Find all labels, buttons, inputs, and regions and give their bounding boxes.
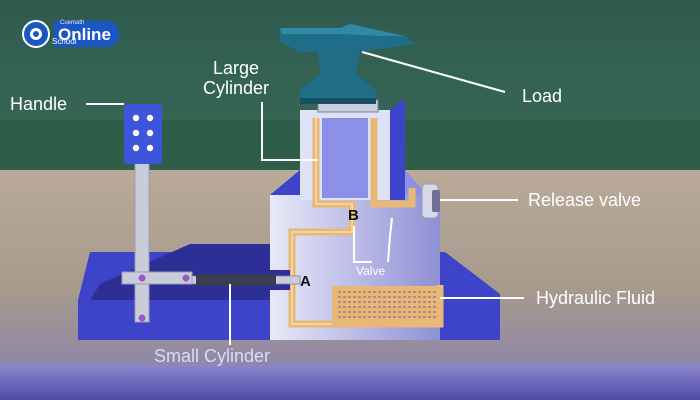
handle-arm-vertical bbox=[134, 161, 150, 323]
label-point-b: B bbox=[348, 207, 359, 224]
label-point-a: A bbox=[300, 273, 311, 290]
handle-grip bbox=[124, 104, 162, 164]
brand-logo-text: Cuemath Online bbox=[54, 20, 119, 47]
release-valve-cap bbox=[432, 190, 440, 212]
label-large-cylinder-line1: Large bbox=[212, 58, 260, 78]
handle-grip-dots bbox=[132, 114, 154, 152]
brand-logo: Cuemath Online School bbox=[22, 20, 119, 48]
bottom-bar bbox=[0, 365, 700, 400]
hydraulic-fluid-reservoir bbox=[332, 286, 442, 326]
reservoir-top-left bbox=[270, 170, 300, 195]
label-small-cylinder: Small Cylinder bbox=[154, 346, 271, 366]
anvil-load bbox=[280, 24, 415, 104]
label-large-cylinder-line2: Cylinder bbox=[202, 78, 270, 98]
large-cylinder-bore bbox=[322, 118, 368, 198]
label-handle: Handle bbox=[10, 94, 68, 114]
label-valve: Valve bbox=[356, 264, 386, 278]
label-hydraulic-fluid: Hydraulic Fluid bbox=[536, 288, 656, 308]
fluid-hatching bbox=[338, 291, 438, 318]
label-load: Load bbox=[522, 86, 563, 106]
brand-sub: School bbox=[52, 37, 77, 46]
label-large-cylinder: Large Cylinder bbox=[196, 58, 276, 98]
large-cylinder-tower-side bbox=[390, 98, 405, 200]
brand-name: Online bbox=[58, 25, 111, 44]
label-release-valve: Release valve bbox=[528, 190, 642, 210]
small-piston-dark bbox=[196, 274, 276, 286]
handle-pivots bbox=[138, 274, 190, 322]
brand-tagline: Cuemath bbox=[60, 20, 85, 26]
brand-logo-icon bbox=[22, 20, 50, 48]
leader-lines bbox=[86, 51, 524, 345]
handle-link bbox=[121, 271, 193, 285]
